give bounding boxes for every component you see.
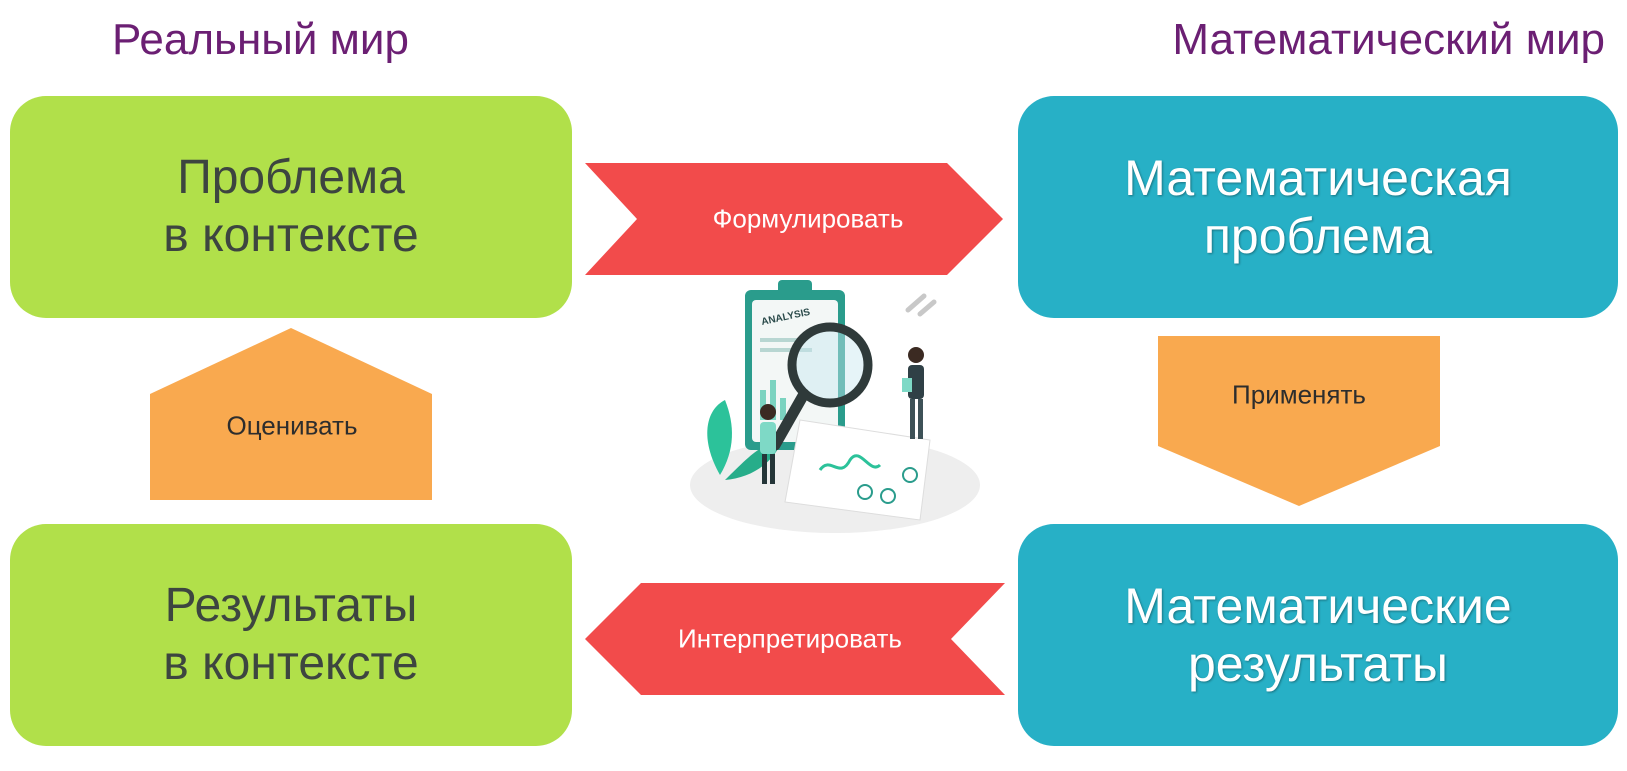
formulate-arrow-shape [585,163,1003,275]
plant-leaf-icon [707,400,732,475]
math-results-box: Математические результаты [1018,524,1618,746]
heading-math-world: Математический мир [1172,15,1605,64]
results-in-context-box: Результаты в контексте [10,524,572,746]
formulate-label: Формулировать [712,203,904,234]
formulate-arrow [585,163,1003,275]
document-icon [784,419,931,521]
apply-arrow-shape [1158,336,1440,506]
evaluate-arrow-shape [150,328,432,500]
math-problem-box: Математическая проблема [1018,96,1618,318]
interpret-label: Интерпретировать [678,623,902,654]
box-line: в контексте [163,209,419,262]
box-line: Результаты [164,579,418,632]
box-line: Математические [1124,578,1512,634]
problem-in-context-box: Проблема в контексте [10,96,572,318]
box-line: Математическая [1124,150,1512,206]
person-icon [760,404,776,484]
box-line: проблема [1203,208,1433,264]
interpret-arrow [585,583,1005,695]
evaluate-arrow [150,328,432,500]
sparkle-icon [905,293,937,317]
box-line: результаты [1187,636,1448,692]
data-analysis-illustration: ANALYSIS [690,280,980,533]
magnifier-icon [769,322,873,451]
box-line: в контексте [163,637,419,690]
apply-arrow [1158,336,1440,506]
box-line: Проблема [177,151,405,204]
interpret-arrow-shape [585,583,1005,695]
apply-label: Применять [1232,379,1366,410]
heading-real-world: Реальный мир [112,15,409,64]
evaluate-label: Оценивать [226,410,358,441]
person-icon [902,347,924,439]
